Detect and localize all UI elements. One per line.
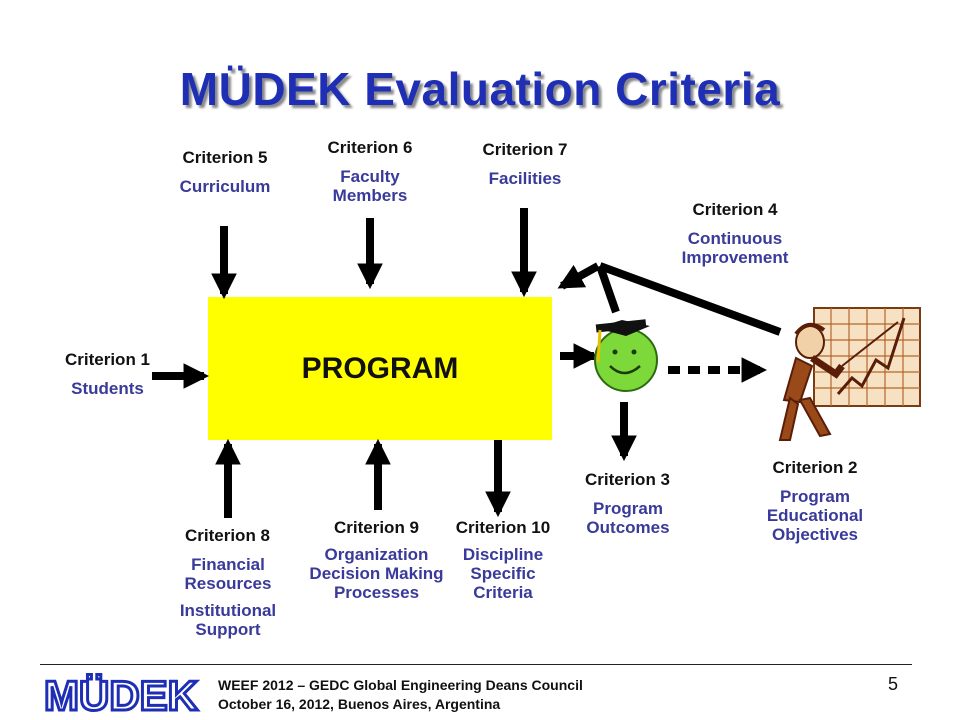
criterion-6-desc: Faculty Members: [332, 167, 408, 205]
criterion-3: Criterion 3 Program Outcomes: [555, 470, 700, 537]
footer-divider: [40, 664, 912, 665]
criterion-3-title: Criterion 3: [584, 470, 671, 489]
criterion-10-desc: Discipline Specific Criteria: [462, 545, 544, 602]
footer-text: WEEF 2012 – GEDC Global Engineering Dean…: [218, 676, 583, 714]
criterion-3-desc: Program Outcomes: [586, 499, 670, 537]
program-label: PROGRAM: [301, 351, 459, 385]
criterion-8-desc2: Institutional Support: [179, 601, 277, 639]
criterion-2-desc: Program Educational Objectives: [766, 487, 864, 544]
criterion-8: Criterion 8 Financial Resources Institut…: [150, 526, 305, 639]
feedback-line-graduate: [596, 264, 620, 314]
program-box: PROGRAM: [208, 297, 552, 440]
criterion-10: Criterion 10 Discipline Specific Criteri…: [438, 518, 568, 602]
criterion-9-title: Criterion 9: [333, 518, 420, 537]
arrow-criterion-4: [557, 262, 600, 290]
criterion-1: Criterion 1 Students: [40, 350, 175, 398]
criterion-4: Criterion 4 Continuous Improvement: [650, 200, 820, 267]
criterion-1-desc: Students: [71, 379, 144, 398]
criterion-4-desc: Continuous Improvement: [681, 229, 789, 267]
mudek-logo: MÜDEK: [43, 672, 200, 716]
logo-text: MÜDEK: [44, 672, 198, 716]
criterion-1-title: Criterion 1: [64, 350, 151, 369]
criterion-6-title: Criterion 6: [327, 138, 413, 157]
criterion-8-desc: Financial Resources: [184, 555, 272, 593]
page-title: MÜDEK Evaluation Criteria: [179, 63, 781, 115]
criterion-2-title: Criterion 2: [772, 458, 858, 477]
criterion-8-title: Criterion 8: [184, 526, 271, 545]
criterion-5: Criterion 5 Curriculum: [150, 148, 300, 196]
graduate-smiley-icon: [594, 319, 658, 392]
criterion-4-title: Criterion 4: [692, 200, 778, 219]
criterion-5-title: Criterion 5: [182, 148, 268, 167]
criterion-5-desc: Curriculum: [179, 177, 271, 196]
footer-line-2: October 16, 2012, Buenos Aires, Argentin…: [218, 696, 501, 712]
criterion-7-desc: Facilities: [488, 169, 562, 188]
criterion-10-title: Criterion 10: [455, 518, 551, 537]
feedback-line-teacher: [598, 262, 782, 336]
criterion-6: Criterion 6 Faculty Members: [300, 138, 440, 205]
presenter-chart-icon: [778, 307, 921, 441]
criterion-7-title: Criterion 7: [482, 140, 568, 159]
criterion-9-desc: Organization Decision Making Processes: [309, 545, 444, 602]
criterion-7: Criterion 7 Facilities: [450, 140, 600, 188]
criterion-9: Criterion 9 Organization Decision Making…: [304, 518, 449, 602]
page-number: 5: [888, 674, 899, 694]
footer-line-1: WEEF 2012 – GEDC Global Engineering Dean…: [218, 677, 583, 693]
criterion-2: Criterion 2 Program Educational Objectiv…: [740, 458, 890, 544]
